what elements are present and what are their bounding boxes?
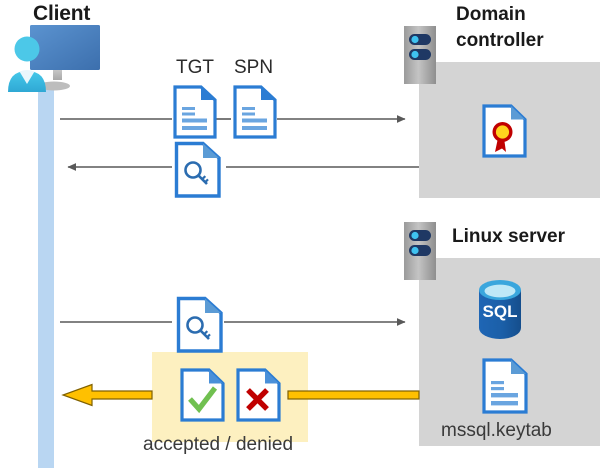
tgt-label: TGT <box>176 57 214 78</box>
client-icon <box>8 25 100 92</box>
client-title: Client <box>33 2 91 25</box>
accepted-denied-highlight <box>152 352 308 442</box>
sql-database-icon: SQL <box>479 280 521 339</box>
certificate-document-icon <box>482 104 527 158</box>
server-rack-icon-dc <box>404 26 436 84</box>
accepted-denied-label: accepted / denied <box>143 434 294 455</box>
keytab-filename-label: mssql.keytab <box>441 420 552 441</box>
accepted-document-icon <box>180 368 225 422</box>
server-rack-icon-linux <box>404 222 436 280</box>
denied-document-icon <box>236 368 281 422</box>
tgt-document-icon <box>173 85 217 139</box>
spn-label: SPN <box>234 57 274 78</box>
client-lifeline <box>38 83 54 468</box>
svg-text:SQL: SQL <box>483 302 518 321</box>
flow-linux-to-client-result <box>61 383 420 407</box>
domain-controller-title-line2: controller <box>456 30 544 51</box>
linux-server-title: Linux server <box>452 226 565 247</box>
keytab-document-icon <box>482 358 528 414</box>
ticket-key-document-icon-lower <box>176 296 223 353</box>
domain-controller-title-line1: Domain <box>456 4 526 25</box>
spn-document-icon <box>233 85 277 139</box>
ticket-key-document-icon-upper <box>174 141 221 198</box>
